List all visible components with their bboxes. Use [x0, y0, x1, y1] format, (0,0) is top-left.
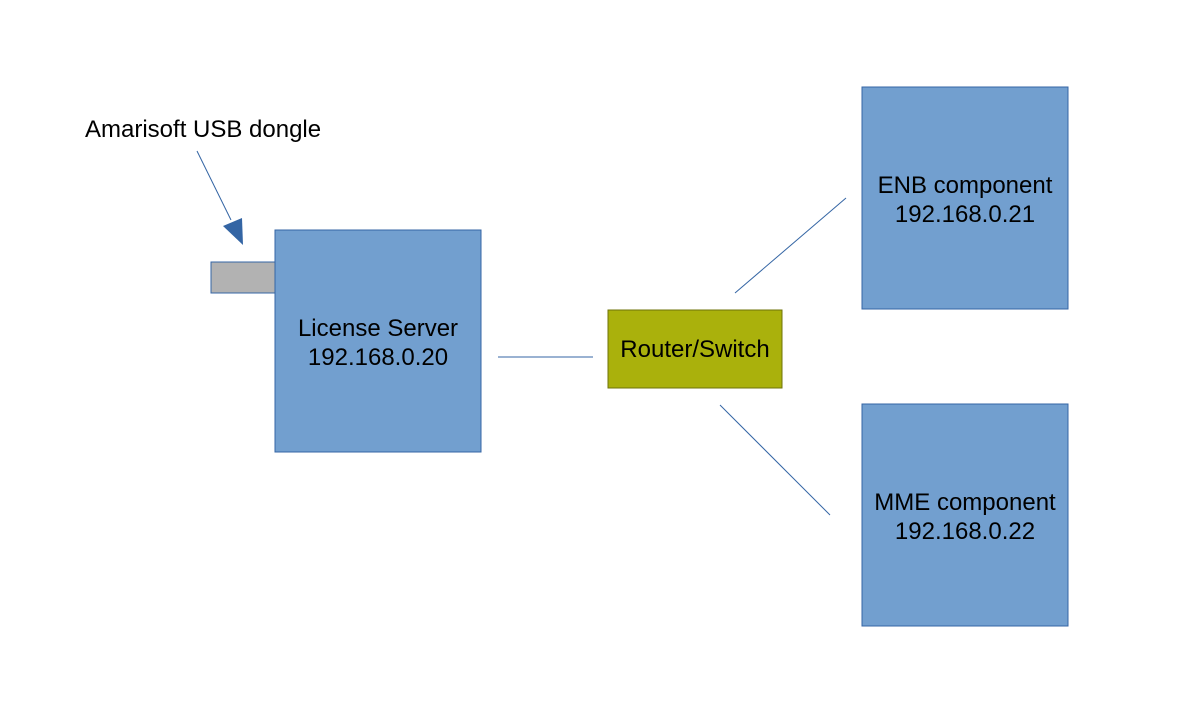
link-router-mme [719, 404, 831, 516]
license-server-box [274, 229, 482, 453]
link-router-enb [734, 197, 847, 294]
mme-component-box [861, 403, 1069, 627]
dongle-label: Amarisoft USB dongle [85, 116, 321, 143]
router-switch-box [607, 309, 783, 389]
dongle-callout-arrowhead [223, 218, 243, 245]
license-server-name: License Server [298, 315, 458, 342]
enb-component-box [861, 86, 1069, 310]
router-switch-name: Router/Switch [620, 336, 769, 363]
usb-dongle [210, 261, 276, 294]
enb-component-ip: 192.168.0.21 [895, 201, 1035, 228]
enb-component-name: ENB component [878, 172, 1053, 199]
mme-component-ip: 192.168.0.22 [895, 518, 1035, 545]
license-server-ip: 192.168.0.20 [308, 344, 448, 371]
mme-component-name: MME component [874, 489, 1056, 516]
dongle-callout-line [196, 150, 232, 221]
